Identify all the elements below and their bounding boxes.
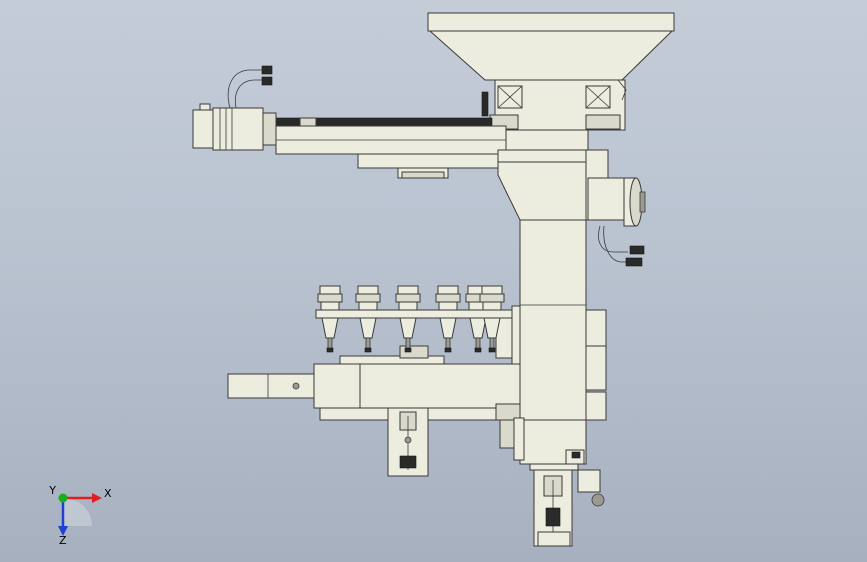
- triad-x-label: X: [104, 487, 112, 500]
- bottom-servo-motor: [533, 469, 573, 547]
- tool-holder-group: [317, 285, 505, 353]
- triad-z-arrowhead: [58, 526, 68, 536]
- main-column: [497, 129, 625, 421]
- tool-holder: [317, 285, 343, 353]
- triad-z-label: Z: [59, 534, 67, 547]
- tool-holder: [355, 285, 381, 353]
- lower-arm-motor: [387, 407, 429, 477]
- lower-arm: [227, 363, 521, 421]
- tool-holder: [395, 285, 421, 353]
- tool-holder: [479, 285, 505, 353]
- column-side-plates: [499, 305, 607, 449]
- triad-x-arrowhead: [92, 493, 102, 503]
- top-servo-motor: [192, 65, 277, 151]
- tool-holder: [435, 285, 461, 353]
- side-pulley: [623, 177, 646, 227]
- triad-y-axis: [58, 493, 68, 503]
- side-connector: [598, 225, 645, 267]
- triad-y-label: Y: [48, 484, 56, 497]
- hopper: [427, 12, 675, 81]
- top-bearing-block: [481, 79, 627, 131]
- top-linear-axis: [275, 117, 507, 179]
- bottom-carriage: [513, 417, 605, 507]
- tool-magazine: [315, 309, 513, 365]
- coordinate-triad: X Y Z: [48, 484, 112, 547]
